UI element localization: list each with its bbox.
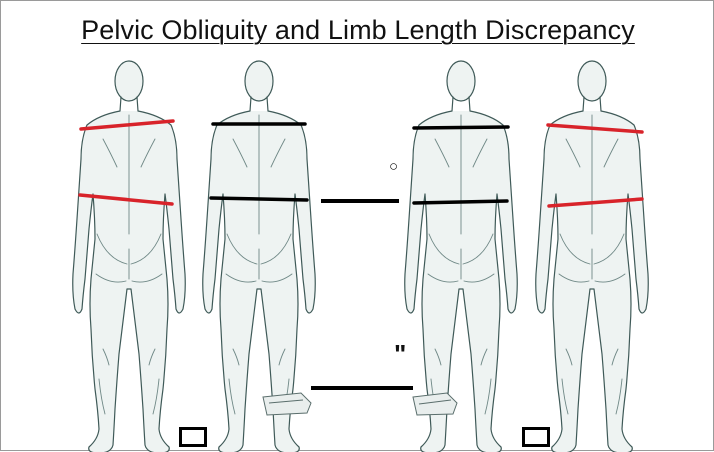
inch-symbol: " (394, 341, 405, 367)
figure-4 (536, 61, 649, 452)
square-marker-left (179, 427, 207, 447)
figure-2-pelvis-line (211, 198, 307, 200)
square-marker-right (522, 427, 550, 447)
figure-3-pelvis-line (414, 201, 507, 203)
lift-block-figure-2 (263, 393, 311, 415)
figure-3-shoulder-line (414, 127, 508, 128)
degree-symbol: ○ (389, 159, 398, 174)
figure-3 (405, 61, 518, 452)
